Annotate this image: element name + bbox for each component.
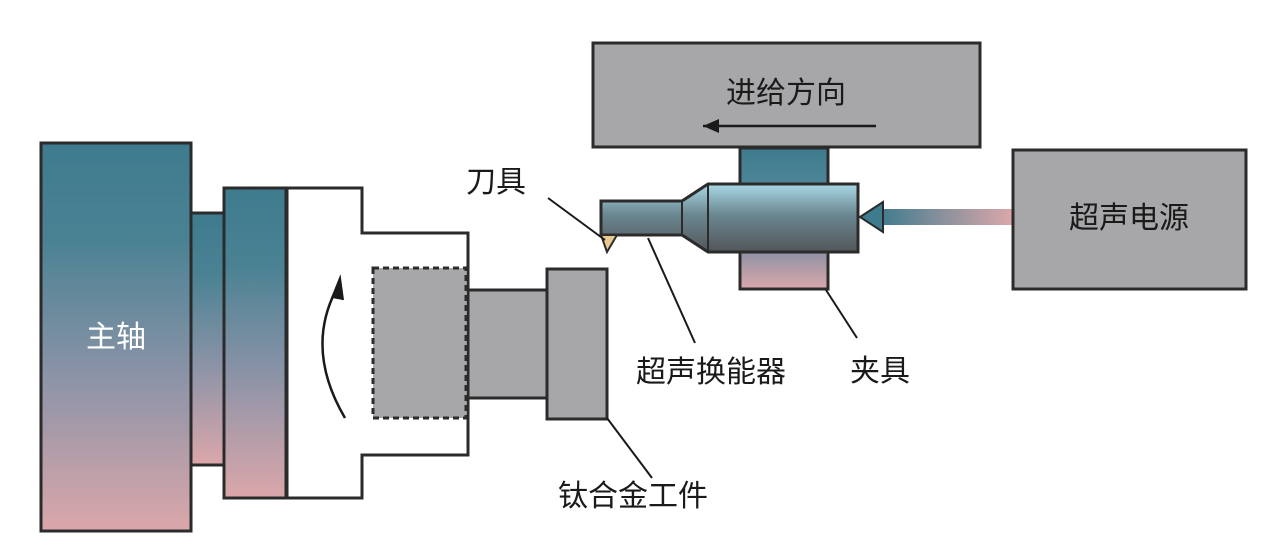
titanium-workpiece xyxy=(371,266,609,421)
spindle-label: 主轴 xyxy=(86,320,146,355)
rotation-arrow xyxy=(321,274,347,419)
spindle-assembly: 主轴 xyxy=(39,141,288,533)
rotation-arrow-head xyxy=(331,274,344,301)
workpiece-clamped-section xyxy=(371,266,468,420)
spindle-collar-inner xyxy=(189,211,226,467)
power-supply-box xyxy=(1011,148,1248,291)
signal-arrow-shaft xyxy=(878,209,1012,225)
feed-table-body xyxy=(591,41,982,149)
cutting-tool-tip xyxy=(599,234,619,255)
fixture-leader-line xyxy=(825,289,858,339)
transducer-leader-line xyxy=(647,237,696,344)
power-supply-label: 超声电源 xyxy=(1069,201,1189,236)
tool-label: 刀具 xyxy=(466,165,526,200)
feed-table: 进给方向 xyxy=(591,41,982,149)
workpiece-label: 钛合金工件 xyxy=(558,479,708,514)
fixture-bottom-block xyxy=(738,250,830,291)
fixture-top-block xyxy=(738,146,830,187)
feed-direction-arrow-head xyxy=(703,119,719,133)
workpiece-leader-line xyxy=(606,417,653,479)
tool-leader-line xyxy=(547,197,606,241)
fixture-label: 夹具 xyxy=(850,354,910,389)
ultrasonic-signal-arrow xyxy=(858,200,1012,234)
ultrasonic-transducer xyxy=(599,182,860,254)
ultrasonic-power-supply: 超声电源 xyxy=(1011,148,1248,291)
feed-direction-label: 进给方向 xyxy=(726,76,846,111)
spindle-body xyxy=(39,141,193,533)
spindle-collar-outer xyxy=(222,186,288,500)
workpiece-end xyxy=(545,267,609,421)
workpiece-neck xyxy=(466,288,549,400)
transducer-label: 超声换能器 xyxy=(636,355,786,390)
transducer-horn xyxy=(599,182,860,254)
signal-arrow-head xyxy=(858,200,884,234)
